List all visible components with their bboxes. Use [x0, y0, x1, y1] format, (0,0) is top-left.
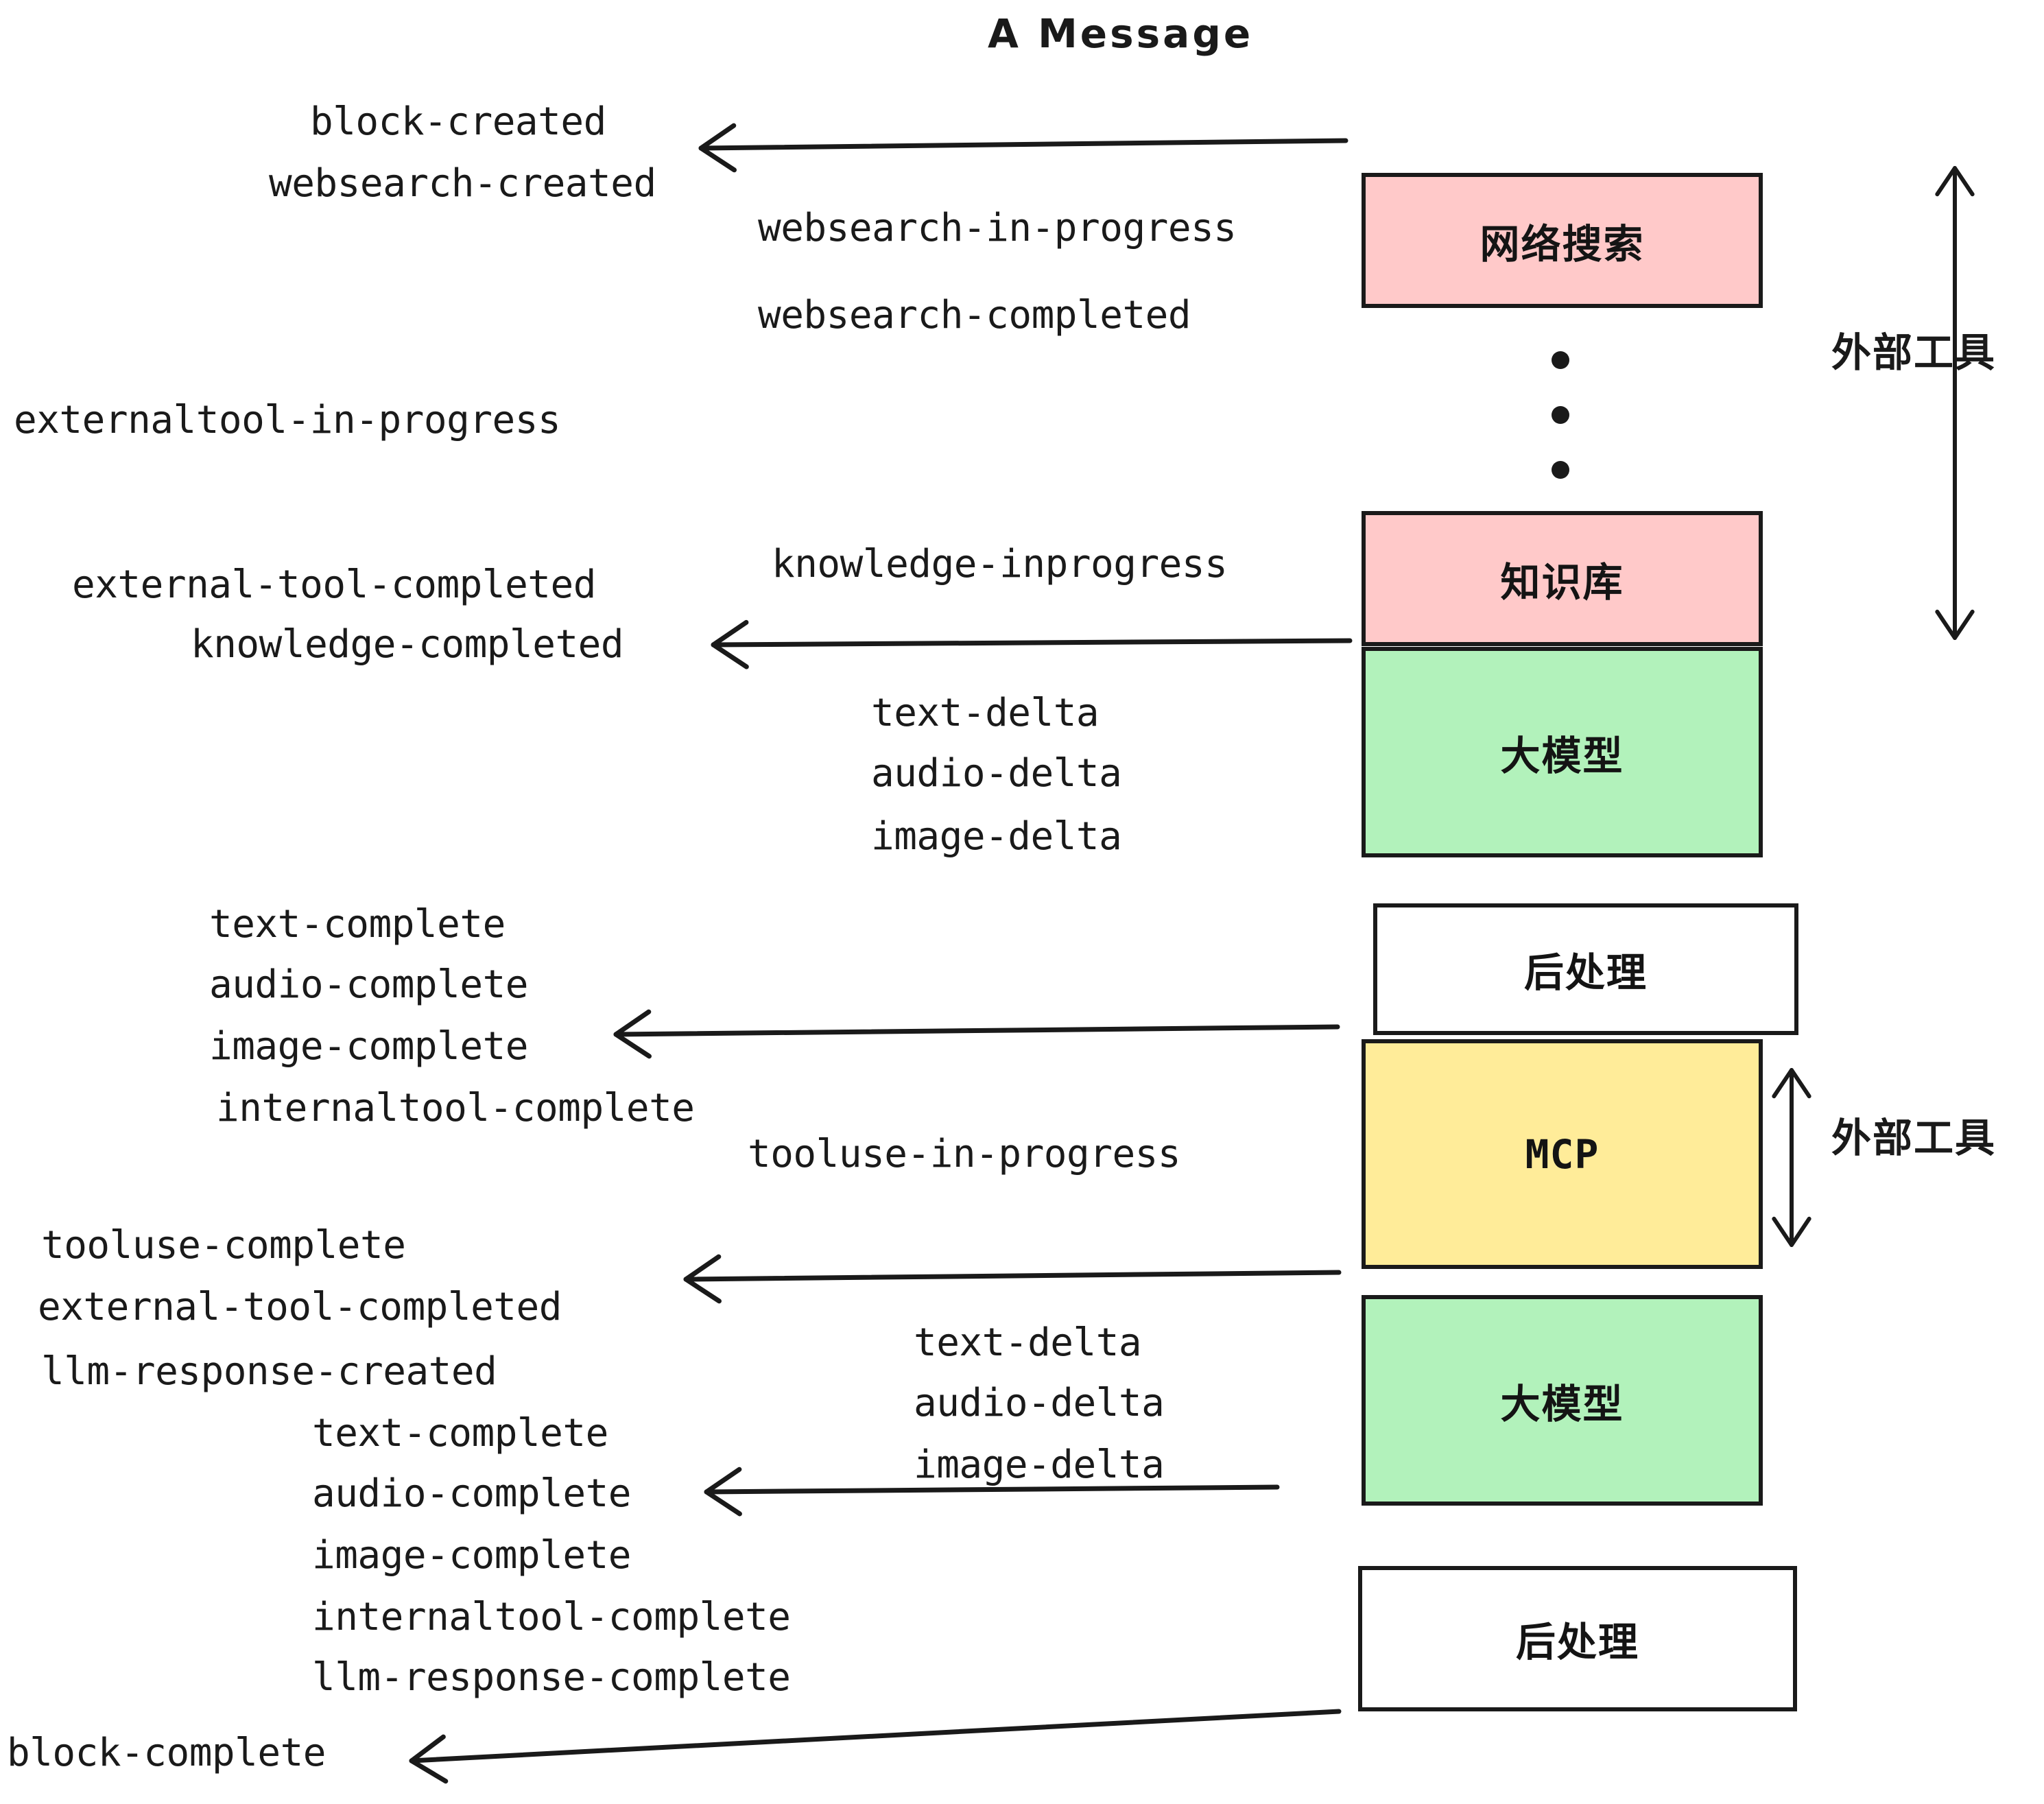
- arrow-knowledge-done-head: [711, 619, 749, 669]
- event-label-text-delta-2: text-delta: [914, 1320, 1142, 1365]
- event-label-websearch-completed: websearch-completed: [758, 293, 1191, 337]
- event-label-audio-complete-2: audio-complete: [312, 1471, 632, 1516]
- event-label-text-delta-1: text-delta: [871, 691, 1100, 735]
- event-label-tooluse-in-progress: tooluse-in-progress: [748, 1132, 1181, 1176]
- event-label-image-delta-1: image-delta: [871, 814, 1122, 859]
- node-label-post-1: 后处理: [1523, 949, 1648, 996]
- arrow-block-created-head: [698, 123, 737, 173]
- event-label-audio-delta-2: audio-delta: [914, 1381, 1165, 1425]
- event-label-audio-delta-1: audio-delta: [871, 751, 1122, 796]
- event-label-llm-response-complete: llm-response-complete: [312, 1655, 791, 1700]
- event-label-knowledge-inprogress: knowledge-inprogress: [772, 542, 1228, 586]
- arrow-knowledge-done-line: [711, 638, 1353, 648]
- event-label-knowledge-completed: knowledge-completed: [191, 622, 624, 667]
- event-label-external-tool-completed-1: external-tool-completed: [72, 562, 596, 607]
- ellipsis-dot-2: [1552, 406, 1569, 424]
- event-label-image-complete-2: image-complete: [312, 1533, 632, 1578]
- arrow-block-created-line: [698, 138, 1348, 151]
- node-label-knowledge: 知识库: [1500, 558, 1624, 606]
- event-label-block-created: block-created: [310, 99, 606, 144]
- node-websearch[interactable]: 网络搜索: [1362, 173, 1763, 308]
- node-llm-1[interactable]: 大模型: [1362, 647, 1763, 857]
- arrow-block-complete-line: [409, 1709, 1342, 1764]
- event-label-internaltool-complete-1: internaltool-complete: [216, 1086, 695, 1130]
- arrow-image-complete-head: [613, 1009, 652, 1059]
- scope-arrow-external-bottom-head-up: [1772, 1068, 1811, 1099]
- scope-label-external-tool-bottom: 外部工具: [1831, 1115, 1997, 1161]
- event-label-websearch-in-progress: websearch-in-progress: [758, 206, 1237, 250]
- event-label-image-delta-2: image-delta: [914, 1443, 1165, 1487]
- node-label-mcp: MCP: [1525, 1130, 1600, 1178]
- arrow-audio-complete-line: [704, 1484, 1280, 1495]
- event-label-llm-response-created: llm-response-created: [41, 1349, 497, 1394]
- event-label-internaltool-complete-2: internaltool-complete: [312, 1595, 791, 1639]
- scope-arrow-external-top-head-down: [1935, 609, 1975, 640]
- page-title: A Message: [988, 10, 1254, 57]
- node-knowledge[interactable]: 知识库: [1362, 511, 1763, 646]
- arrow-audio-complete-head: [704, 1467, 742, 1517]
- node-label-websearch: 网络搜索: [1479, 220, 1645, 268]
- node-label-llm-2: 大模型: [1500, 1380, 1624, 1427]
- event-label-audio-complete-1: audio-complete: [209, 962, 529, 1007]
- event-label-external-tool-completed-2: external-tool-completed: [38, 1285, 562, 1329]
- node-llm-2[interactable]: 大模型: [1362, 1295, 1763, 1506]
- arrow-tooluse-done-head: [683, 1254, 722, 1304]
- ellipsis-dot-1: [1552, 351, 1569, 369]
- event-label-externaltool-in-progress: externaltool-in-progress: [14, 398, 561, 442]
- node-label-llm-1: 大模型: [1500, 732, 1624, 779]
- node-label-post-2: 后处理: [1515, 1619, 1639, 1665]
- scope-label-external-tool-top: 外部工具: [1831, 329, 1997, 376]
- scope-arrow-external-top-head-up: [1935, 166, 1975, 197]
- arrow-image-complete-line: [613, 1024, 1340, 1037]
- event-label-tooluse-complete: tooluse-complete: [41, 1223, 406, 1268]
- node-mcp[interactable]: MCP: [1362, 1039, 1763, 1269]
- event-label-block-complete: block-complete: [7, 1731, 326, 1775]
- node-post-2[interactable]: 后处理: [1358, 1566, 1797, 1711]
- arrow-block-complete-head: [409, 1734, 449, 1784]
- event-label-websearch-created: websearch-created: [269, 161, 656, 206]
- event-label-text-complete-1: text-complete: [209, 902, 506, 947]
- event-label-text-complete-2: text-complete: [312, 1411, 608, 1456]
- ellipsis-dot-3: [1552, 461, 1569, 479]
- arrow-tooluse-done-line: [683, 1270, 1342, 1282]
- event-label-image-complete-1: image-complete: [209, 1024, 529, 1069]
- node-post-1[interactable]: 后处理: [1373, 903, 1798, 1035]
- scope-arrow-external-bottom-head-down: [1772, 1216, 1811, 1247]
